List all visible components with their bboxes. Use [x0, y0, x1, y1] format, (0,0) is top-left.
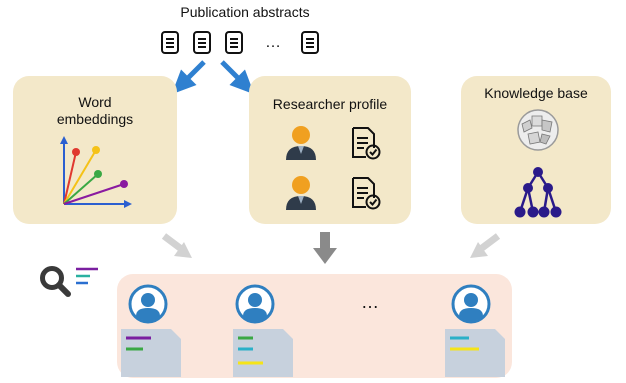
- blue-arrows: [171, 60, 255, 94]
- arrow-to-researcher-profile: [220, 60, 255, 94]
- user-avatar-icon: [451, 284, 491, 324]
- document-icon: [225, 31, 243, 54]
- globe-icon: [517, 109, 559, 151]
- profile-person-icon: [286, 126, 316, 160]
- document-check-icon: [352, 127, 381, 160]
- publication-abstracts-title: Publication abstracts: [180, 4, 310, 20]
- researcher-profile-title: Researcher profile: [272, 96, 388, 112]
- document-icon: [193, 31, 211, 54]
- researcher-profile-card: [249, 76, 411, 224]
- arrow-from-word-embeddings: [161, 233, 192, 258]
- document-icons-row: [161, 31, 319, 54]
- result-document-card: [233, 329, 293, 377]
- result-document-card: [445, 329, 505, 377]
- search-icon: [40, 266, 98, 297]
- hierarchy-tree-icon: [514, 167, 562, 218]
- results-ellipsis: …: [361, 292, 379, 312]
- document-check-icon: [352, 177, 381, 210]
- arrow-to-word-embeddings: [171, 60, 206, 94]
- knowledge-base-title: Knowledge base: [484, 85, 588, 101]
- result-document-card: [121, 329, 181, 377]
- arrow-from-knowledge-base: [470, 233, 501, 258]
- arrow-from-researcher-profile: [313, 232, 337, 264]
- profile-person-icon: [286, 176, 316, 210]
- word-embeddings-title: Word embeddings: [56, 94, 134, 127]
- embedding-vectors-icon: [60, 136, 132, 208]
- user-avatar-icon: [128, 284, 168, 324]
- document-icon: [161, 31, 179, 54]
- user-avatar-icon: [235, 284, 275, 324]
- documents-ellipsis: …: [265, 34, 281, 51]
- document-icon: [301, 31, 319, 54]
